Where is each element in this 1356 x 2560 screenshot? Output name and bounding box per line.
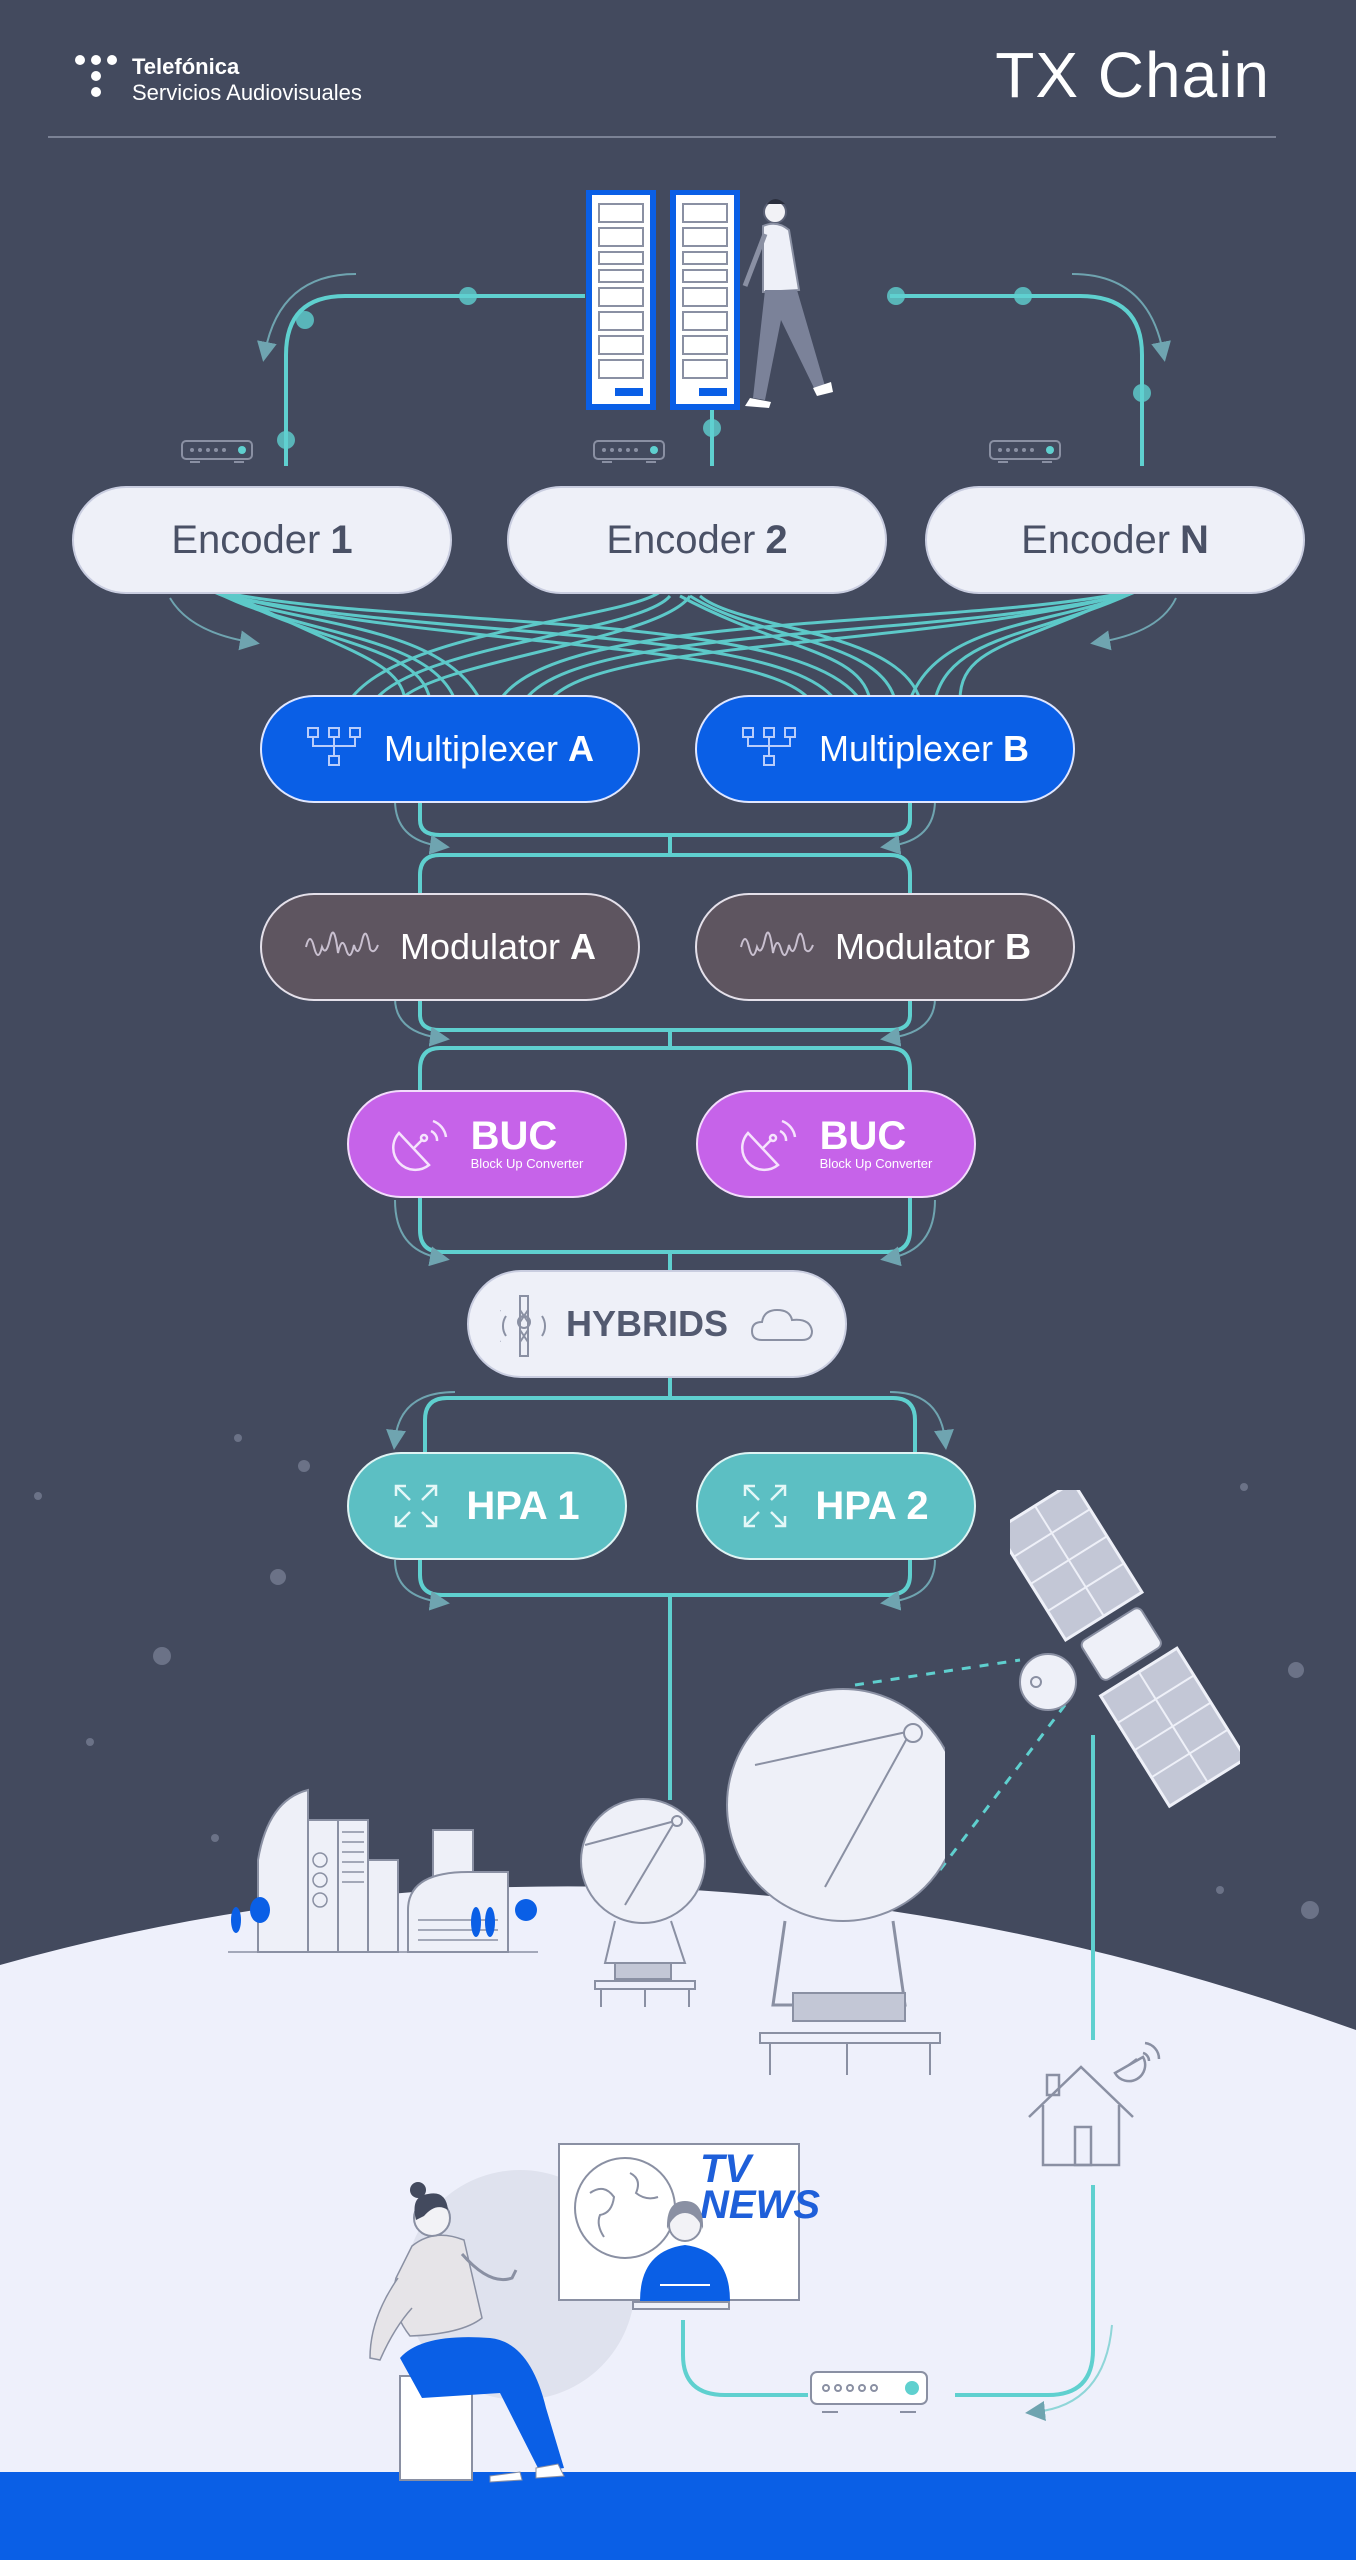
viewer-illustration: [369, 2182, 565, 2483]
tv-news-line2: NEWS: [700, 2183, 820, 2227]
side-arrows-top: [257, 273, 1171, 362]
buc-label: BUC: [819, 1114, 907, 1158]
brand-subtitle: Servicios Audiovisuales: [132, 80, 362, 105]
server-link-dots: [277, 287, 1151, 449]
cloud-icon: [751, 1308, 814, 1341]
antenna-tower-icon: [499, 1295, 547, 1357]
hpa-2-node: HPA 2: [696, 1452, 976, 1560]
modulator-label: Modulator: [834, 926, 996, 967]
buc-text: BUC Block Up Converter: [820, 1116, 933, 1172]
modulator-label: Modulator: [399, 926, 561, 967]
hybrids-label: HYBRIDS: [565, 1303, 729, 1344]
tv-screen: TV NEWS: [558, 2143, 820, 2301]
buc-2-node: BUC Block Up Converter: [696, 1090, 976, 1198]
hpa-label: HPA 2: [815, 1483, 929, 1528]
telefonica-logo-icon: [74, 54, 120, 105]
large-antenna-icon: [726, 1688, 945, 2075]
set-top-box-icon: [810, 2371, 928, 2413]
router-icon: [593, 440, 665, 463]
tv-stand: [632, 2301, 730, 2310]
brand-block: Telefónica Servicios Audiovisuales: [132, 54, 362, 106]
router-icon: [989, 440, 1061, 463]
brand-name: Telefónica: [132, 54, 240, 79]
encoder-label: Encoder: [171, 517, 321, 562]
tv-news-line1: TV: [700, 2147, 752, 2191]
buc-1-node: BUC Block Up Converter: [347, 1090, 627, 1198]
network-icon: [306, 727, 361, 766]
multiplexer-id: A: [568, 728, 595, 769]
hybrids-node: HYBRIDS: [467, 1270, 847, 1378]
encoder-id: 1: [330, 517, 353, 562]
tv-news-title: TV NEWS: [700, 2147, 820, 2227]
encoder-id: N: [1180, 517, 1209, 562]
news-anchor-illustration: [640, 2201, 730, 2301]
buc-sublabel: Block Up Converter: [470, 1156, 584, 1171]
house-icon: [1028, 2041, 1161, 2167]
buc-label: BUC: [470, 1114, 558, 1158]
satellite-dish-icon: [391, 1119, 447, 1172]
server-rack-icon: [586, 190, 833, 410]
expand-arrows-icon: [395, 1484, 438, 1528]
encoder-label: Encoder: [606, 517, 756, 562]
city-buildings-illustration: [228, 1788, 538, 1953]
multiplexer-id: B: [1003, 728, 1030, 769]
modulator-id: B: [1005, 926, 1032, 967]
hpa-1-node: HPA 1: [347, 1452, 627, 1560]
buc-sublabel: Block Up Converter: [819, 1156, 933, 1171]
network-icon: [741, 727, 796, 766]
waveform-icon: [739, 931, 814, 956]
expand-arrows-icon: [744, 1484, 787, 1528]
side-arrows-stages: [386, 799, 954, 1611]
hpa-label: HPA 1: [466, 1483, 580, 1528]
encoder-id: 2: [765, 517, 788, 562]
encoder-label: Encoder: [1021, 517, 1171, 562]
satellite-icon: [1010, 1490, 1240, 1809]
waveform-icon: [304, 931, 379, 956]
stage-connectors: [418, 800, 917, 1800]
multiplexer-label: Multiplexer: [818, 728, 994, 769]
small-antenna-icon: [580, 1798, 706, 2007]
page-title: TX Chain: [995, 39, 1270, 111]
footer-band: [0, 2472, 1356, 2560]
modulator-id: A: [570, 926, 597, 967]
downlink-line: [681, 1735, 1095, 2397]
encoder-mux-weave: [209, 588, 1141, 702]
router-icon: [181, 440, 253, 463]
satellite-dish-icon: [740, 1119, 796, 1172]
downlink-arrow: [1025, 2324, 1113, 2421]
buc-text: BUC Block Up Converter: [471, 1116, 584, 1172]
multiplexer-label: Multiplexer: [383, 728, 559, 769]
side-arrows-encoder: [169, 597, 1177, 651]
